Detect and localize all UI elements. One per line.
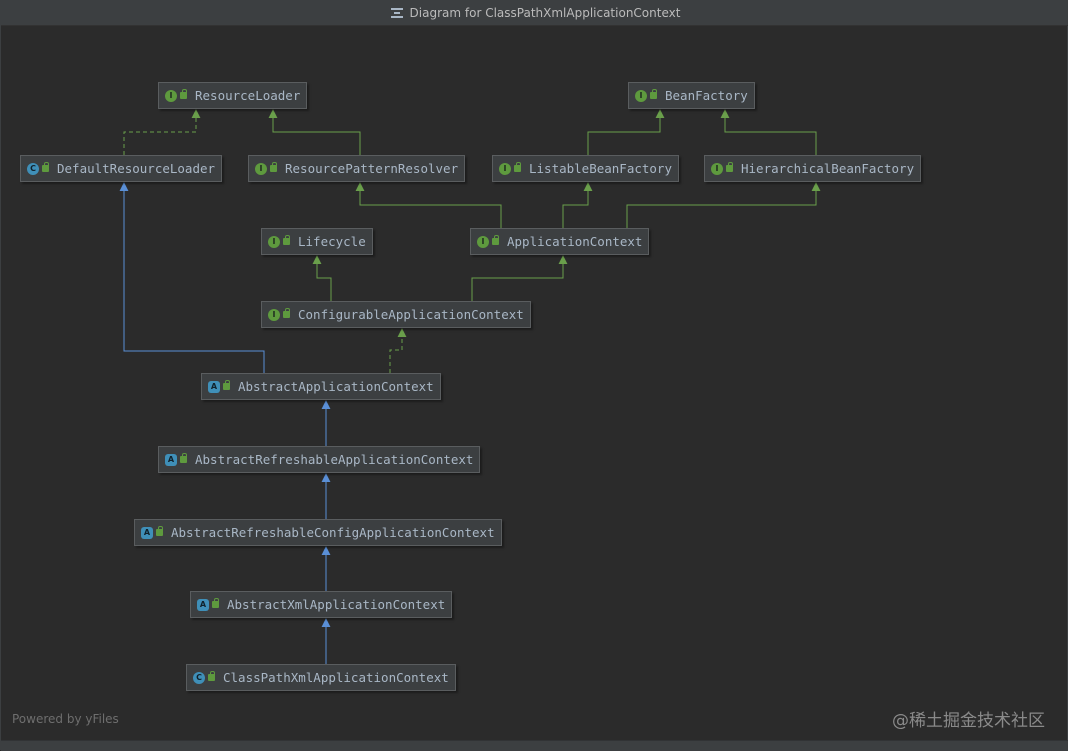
- node-bean-factory[interactable]: I BeanFactory: [628, 82, 755, 109]
- node-abstract-refreshable-application-context[interactable]: A AbstractRefreshableApplicationContext: [158, 446, 481, 473]
- class-badge-icon: C: [27, 162, 39, 175]
- public-visibility-icon: [223, 380, 230, 390]
- interface-badge-icon: I: [268, 308, 280, 321]
- node-abstract-application-context[interactable]: A AbstractApplicationContext: [201, 373, 441, 400]
- public-visibility-icon: [42, 162, 49, 172]
- interface-badge-icon: I: [255, 162, 267, 175]
- edge-application-context-to-listable: [562, 182, 593, 228]
- node-label: HierarchicalBeanFactory: [741, 161, 915, 176]
- public-visibility-icon: [650, 89, 657, 99]
- title-bar: Diagram for ClassPathXmlApplicationConte…: [1, 0, 1068, 26]
- interface-badge-icon: I: [635, 89, 647, 102]
- diagram-icon: [390, 7, 404, 19]
- node-label: Lifecycle: [298, 234, 366, 249]
- edge-application-context-to-hierarchical: [626, 182, 821, 228]
- public-visibility-icon: [212, 598, 219, 608]
- abstract-class-badge-icon: A: [208, 380, 220, 393]
- public-visibility-icon: [492, 235, 499, 245]
- edge-configurable-to-lifecycle: [312, 255, 332, 301]
- node-label: ApplicationContext: [507, 234, 643, 249]
- edge-application-context-to-resource-pattern-resolver: [355, 182, 502, 228]
- node-label: AbstractXmlApplicationContext: [227, 597, 446, 612]
- node-label: AbstractRefreshableConfigApplicationCont…: [171, 525, 495, 540]
- node-abstract-xml-application-context[interactable]: A AbstractXmlApplicationContext: [190, 591, 453, 618]
- node-abstract-refreshable-config-application-context[interactable]: A AbstractRefreshableConfigApplicationCo…: [134, 519, 502, 546]
- edge-abstract-to-configurable: [389, 328, 407, 373]
- edge-listable-to-bean-factory: [587, 109, 665, 155]
- window-title: Diagram for ClassPathXmlApplicationConte…: [409, 5, 681, 20]
- node-resource-loader[interactable]: I ResourceLoader: [158, 82, 308, 109]
- abstract-class-badge-icon: A: [197, 598, 209, 611]
- interface-badge-icon: I: [711, 162, 723, 175]
- public-visibility-icon: [514, 162, 521, 172]
- public-visibility-icon: [180, 89, 187, 99]
- powered-by-text: Powered by yFiles: [12, 712, 119, 726]
- public-visibility-icon: [180, 453, 187, 463]
- edge-abstract-to-default-resource-loader: [119, 182, 265, 373]
- node-label: AbstractApplicationContext: [238, 379, 434, 394]
- public-visibility-icon: [283, 308, 290, 318]
- interface-badge-icon: I: [499, 162, 511, 175]
- edge-default-resource-loader-to-resource-loader: [123, 109, 201, 155]
- node-label: ClassPathXmlApplicationContext: [223, 670, 449, 685]
- node-configurable-application-context[interactable]: I ConfigurableApplicationContext: [261, 301, 531, 328]
- edge-resource-pattern-resolver-to-resource-loader: [268, 109, 361, 155]
- edge-hierarchical-to-bean-factory: [720, 109, 817, 155]
- edge-configurable-to-application-context: [471, 255, 568, 301]
- node-label: AbstractRefreshableApplicationContext: [195, 452, 474, 467]
- node-resource-pattern-resolver[interactable]: I ResourcePatternResolver: [248, 155, 466, 182]
- node-default-resource-loader[interactable]: C DefaultResourceLoader: [20, 155, 223, 182]
- public-visibility-icon: [283, 235, 290, 245]
- horizontal-scrollbar[interactable]: [1, 740, 1068, 751]
- node-lifecycle[interactable]: I Lifecycle: [261, 228, 373, 255]
- public-visibility-icon: [270, 162, 277, 172]
- node-hierarchical-bean-factory[interactable]: I HierarchicalBeanFactory: [704, 155, 922, 182]
- abstract-class-badge-icon: A: [141, 526, 153, 539]
- node-label: ListableBeanFactory: [529, 161, 672, 176]
- watermark-text: @稀土掘金技术社区: [892, 711, 1045, 731]
- interface-badge-icon: I: [268, 235, 280, 248]
- node-application-context[interactable]: I ApplicationContext: [470, 228, 650, 255]
- public-visibility-icon: [208, 671, 215, 681]
- node-label: ResourceLoader: [195, 88, 301, 103]
- interface-badge-icon: I: [477, 235, 489, 248]
- abstract-class-badge-icon: A: [165, 453, 177, 466]
- node-class-path-xml-application-context[interactable]: C ClassPathXmlApplicationContext: [186, 664, 456, 691]
- node-listable-bean-factory[interactable]: I ListableBeanFactory: [492, 155, 679, 182]
- node-label: DefaultResourceLoader: [57, 161, 216, 176]
- interface-badge-icon: I: [165, 89, 177, 102]
- public-visibility-icon: [726, 162, 733, 172]
- node-label: ConfigurableApplicationContext: [298, 307, 524, 322]
- node-label: ResourcePatternResolver: [285, 161, 459, 176]
- node-label: BeanFactory: [665, 88, 748, 103]
- public-visibility-icon: [156, 526, 163, 536]
- class-badge-icon: C: [193, 671, 205, 684]
